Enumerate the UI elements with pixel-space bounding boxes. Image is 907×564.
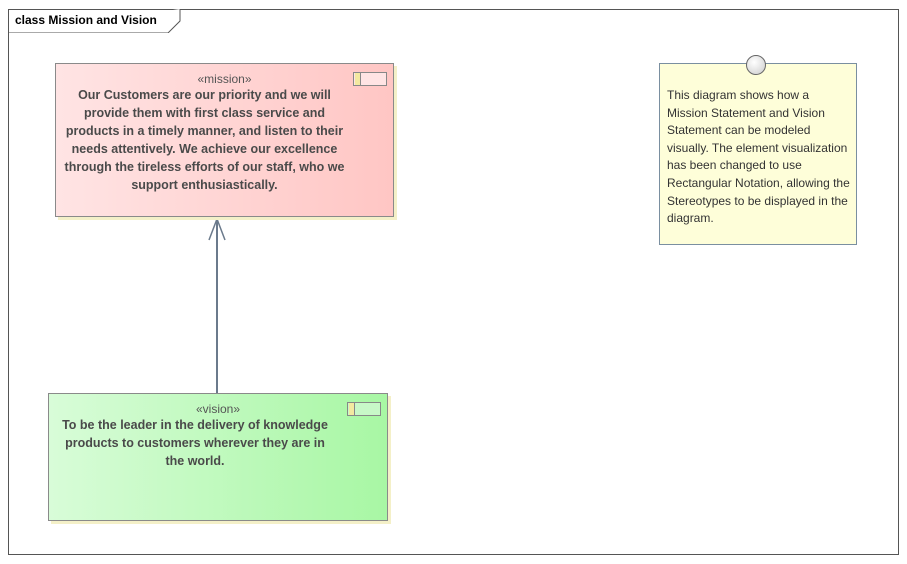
rectangle-notation-icon [347, 402, 381, 416]
note-element[interactable]: This diagram shows how a Mission Stateme… [659, 63, 857, 245]
note-pin-icon [746, 55, 766, 75]
vision-text: To be the leader in the delivery of know… [62, 418, 328, 468]
rectangle-notation-icon [353, 72, 387, 86]
mission-stereotype: «mission» [197, 72, 252, 86]
diagram-title-tab [8, 9, 181, 33]
vision-stereotype: «vision» [195, 402, 241, 416]
mission-element[interactable]: «mission» Our Customers are our priority… [55, 63, 394, 217]
mission-text: Our Customers are our priority and we wi… [64, 88, 345, 192]
vision-element[interactable]: «vision» To be the leader in the deliver… [48, 393, 388, 521]
diagram-title: class Mission and Vision [15, 13, 157, 27]
diagram-frame [8, 9, 899, 555]
note-text: This diagram shows how a Mission Stateme… [667, 88, 850, 226]
